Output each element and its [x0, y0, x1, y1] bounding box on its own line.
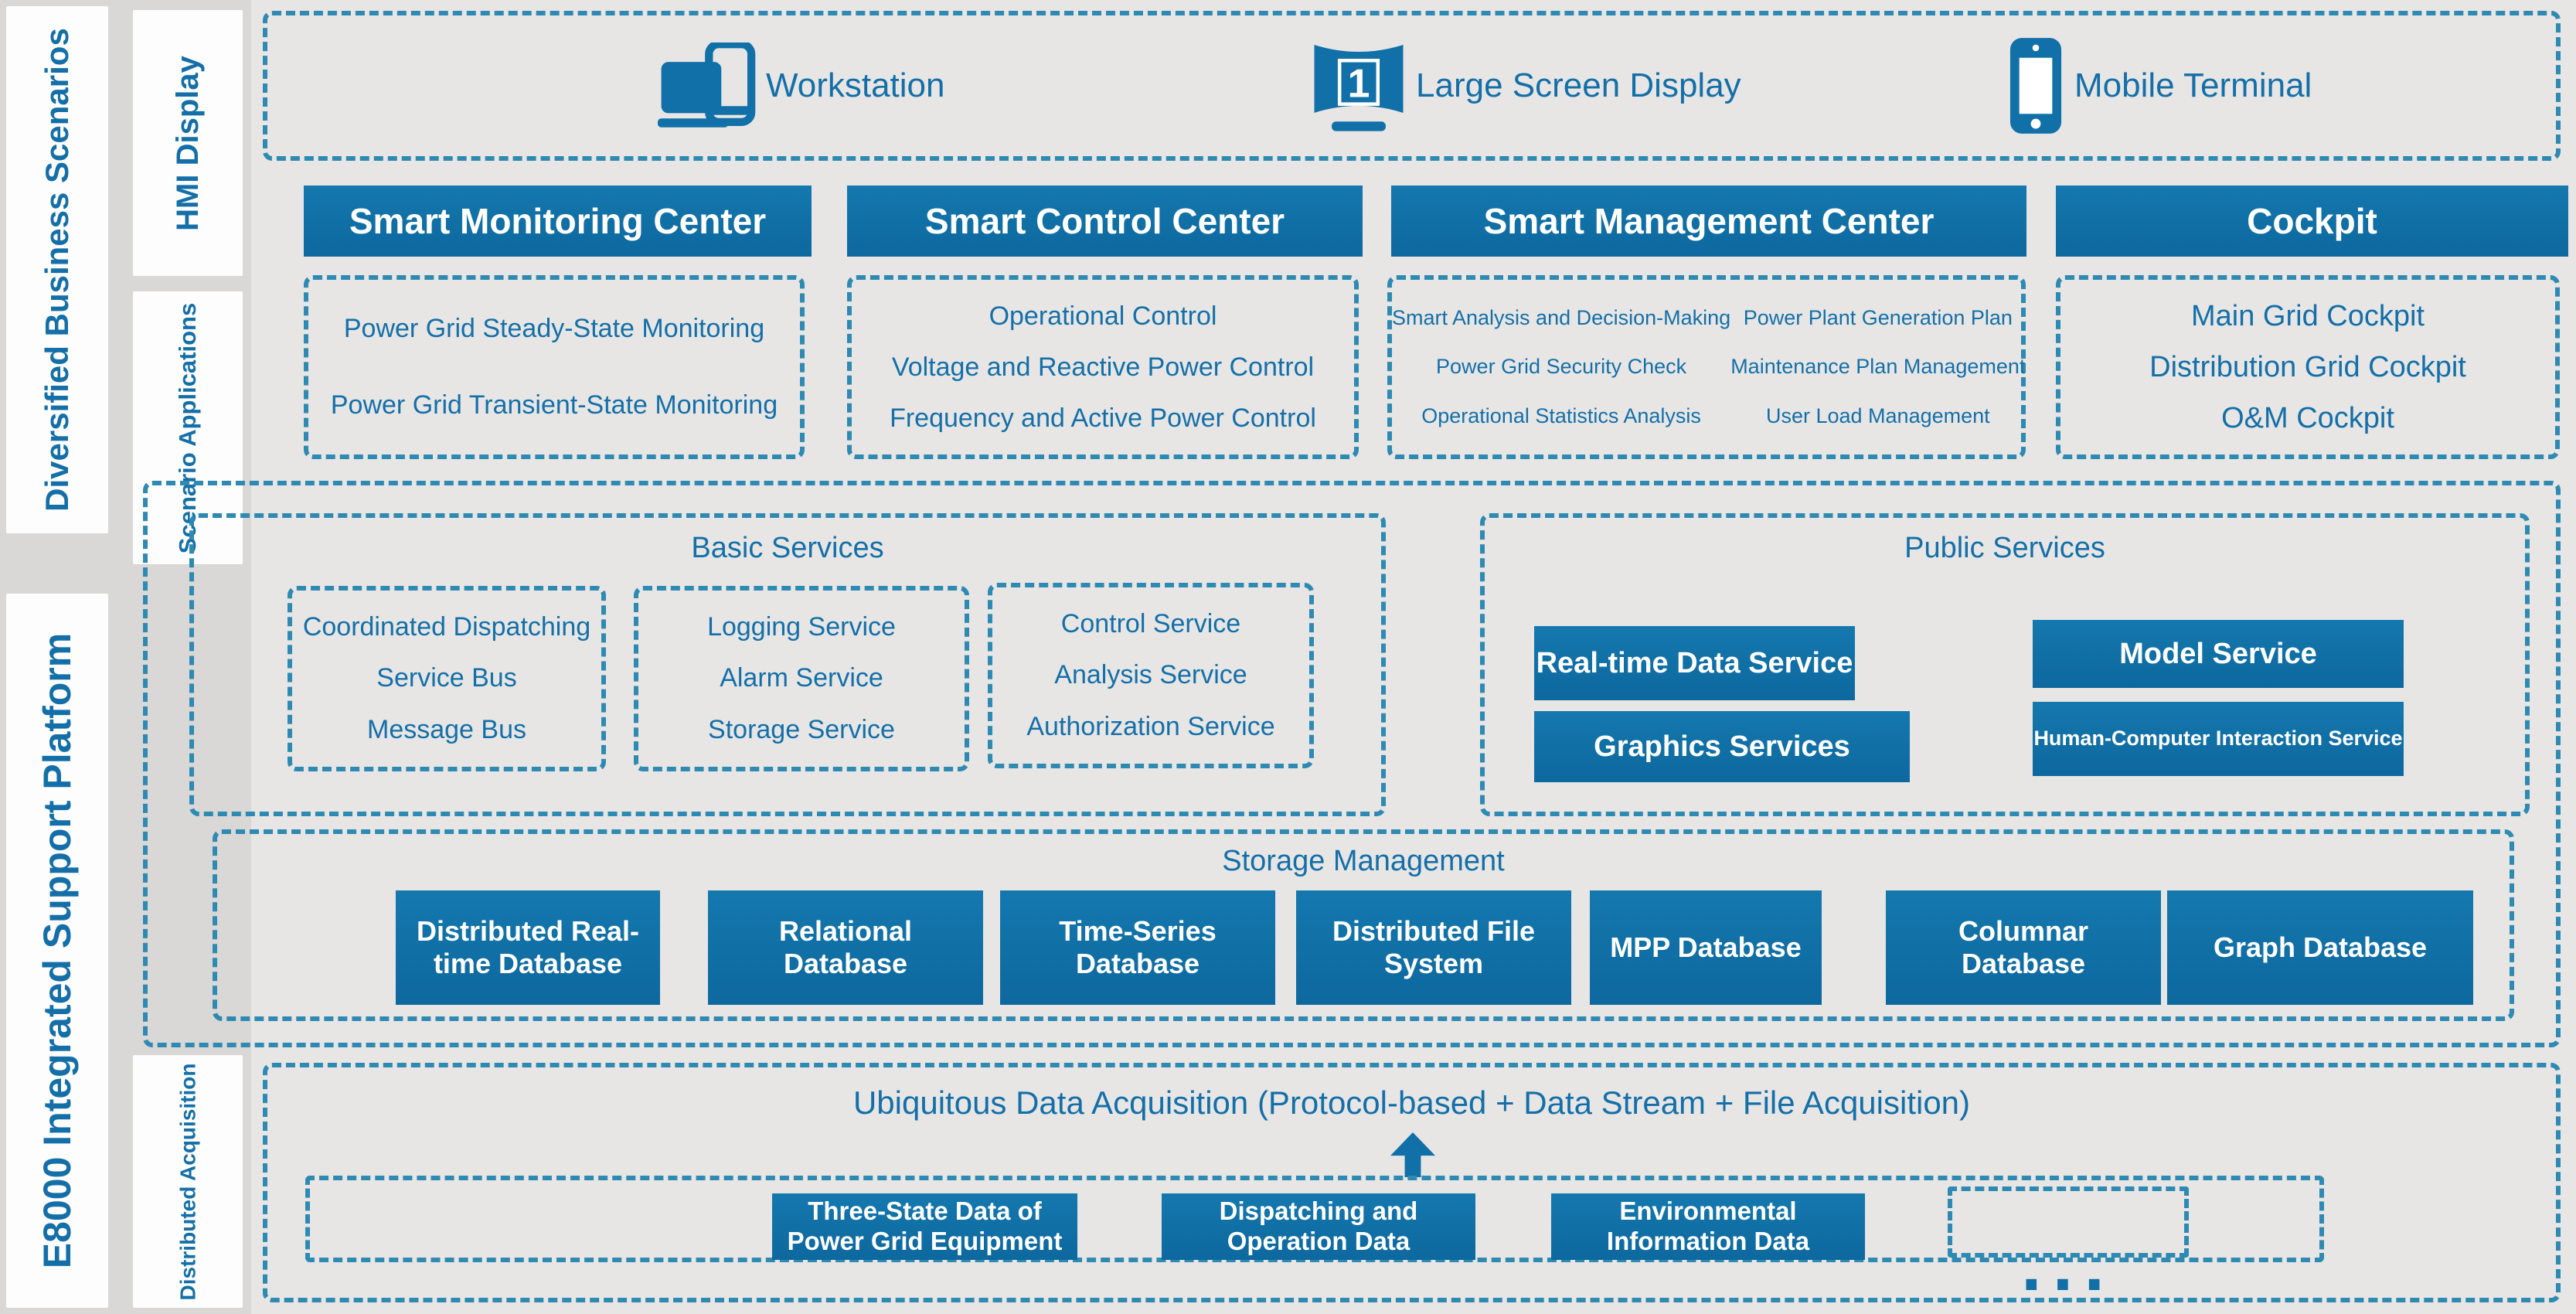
cockpit-item-list: Main Grid Cockpit Distribution Grid Cock… — [2060, 280, 2555, 454]
service-item: Message Bus — [367, 715, 526, 745]
time-series-database-button: Time-Series Database — [1000, 890, 1275, 1005]
scenario-item: Distribution Grid Cockpit — [2149, 350, 2466, 383]
header-smart-management-center: Smart Management Center — [1391, 186, 2026, 257]
rail-e8000-platform: E8000 Integrated Support Platform — [6, 594, 108, 1308]
relational-database-button: Relational Database — [708, 890, 983, 1005]
basic-services-group-control: Control Service Analysis Service Authori… — [988, 583, 1314, 768]
scenario-item: Voltage and Reactive Power Control — [891, 352, 1315, 382]
rail-platform-label: E8000 Integrated Support Platform — [36, 632, 80, 1269]
scenario-item: Power Grid Steady-State Monitoring — [343, 314, 765, 343]
environmental-information-data-button: Environmental Information Data — [1551, 1193, 1865, 1260]
basic-services-group-logging: Logging Service Alarm Service Storage Se… — [634, 586, 969, 771]
rail-hmi-display: HMI Display — [133, 10, 243, 276]
cockpit-items-box: Main Grid Cockpit Distribution Grid Cock… — [2056, 275, 2560, 459]
rail-hmi-label: HMI Display — [170, 55, 205, 231]
service-item: Coordinated Dispatching — [302, 611, 591, 642]
e8000-platform-container: Basic Services Coordinated Dispatching S… — [143, 481, 2561, 1047]
scenario-item: Operational Control — [989, 301, 1217, 331]
terminal-mobile: Mobile Terminal — [2006, 36, 2312, 135]
acquisition-title: Ubiquitous Data Acquisition (Protocol-ba… — [852, 1084, 1971, 1121]
rail-business-label: Diversified Business Scenarios — [39, 28, 75, 512]
scenario-item: Maintenance Plan Management — [1730, 355, 2026, 379]
more-data-sources-box: ... — [1948, 1186, 2189, 1302]
three-state-data-button: Three-State Data of Power Grid Equipment — [772, 1193, 1077, 1260]
storage-management-box: Storage Management Distributed Real-time… — [213, 829, 2514, 1021]
up-arrow-icon — [1388, 1132, 1438, 1177]
basic-services-box: Basic Services Coordinated Dispatching S… — [189, 513, 1386, 816]
terminal-label: Mobile Terminal — [2074, 66, 2312, 104]
service-item: Service Bus — [376, 663, 517, 693]
large-screen-display-icon: 1 — [1311, 38, 1407, 134]
management-right-column: Power Plant Generation Plan Maintenance … — [1730, 280, 2025, 454]
group-item-list: Logging Service Alarm Service Storage Se… — [638, 591, 965, 767]
scenario-item: Power Grid Transient-State Monitoring — [330, 390, 778, 420]
smart-management-items-box: Smart Analysis and Decision-Making Power… — [1387, 275, 2026, 459]
scenario-item: User Load Management — [1765, 403, 1990, 427]
ellipsis-dots: ... — [2020, 1224, 2115, 1306]
acquisition-sources-box: Three-State Data of Power Grid Equipment… — [305, 1176, 2324, 1302]
control-item-list: Operational Control Voltage and Reactive… — [852, 280, 1354, 454]
model-service-button: Model Service — [2033, 620, 2404, 688]
rail-distributed-acquisition: Distributed Acquisition — [133, 1055, 243, 1308]
public-services-box: Public Services Real-time Data Service M… — [1480, 513, 2530, 816]
scenario-item: Main Grid Cockpit — [2191, 299, 2425, 332]
terminal-label: Workstation — [766, 66, 945, 104]
basic-services-group-bus: Coordinated Dispatching Service Bus Mess… — [288, 586, 606, 771]
rail-scenario-applications: Scenario Applications — [133, 291, 243, 564]
scenario-item: Frequency and Active Power Control — [890, 403, 1316, 433]
mobile-terminal-icon — [2006, 36, 2065, 135]
mpp-database-button: MPP Database — [1590, 890, 1822, 1005]
hci-service-button: Human-Computer Interaction Service — [2033, 702, 2404, 776]
storage-management-title: Storage Management — [1222, 845, 1505, 877]
terminal-workstation: Workstation — [658, 43, 945, 129]
service-item: Analysis Service — [1054, 660, 1247, 690]
screen-badge: 1 — [1348, 61, 1370, 106]
graph-database-button: Graph Database — [2167, 890, 2473, 1005]
monitoring-item-list: Power Grid Steady-State Monitoring Power… — [308, 280, 800, 454]
smart-control-items-box: Operational Control Voltage and Reactive… — [847, 275, 1359, 459]
data-acquisition-container: Ubiquitous Data Acquisition (Protocol-ba… — [263, 1063, 2561, 1302]
service-item: Alarm Service — [720, 663, 883, 693]
header-cockpit: Cockpit — [2056, 186, 2568, 257]
service-item: Logging Service — [707, 611, 896, 642]
group-item-list: Coordinated Dispatching Service Bus Mess… — [292, 591, 601, 767]
rail-diversified-business-scenarios: Diversified Business Scenarios — [6, 6, 108, 533]
distributed-file-system-button: Distributed File System — [1296, 890, 1571, 1005]
basic-services-title: Basic Services — [691, 532, 884, 564]
terminal-label: Large Screen Display — [1416, 66, 1741, 104]
hmi-display-container: Workstation 1 Large Screen Display — [263, 11, 2561, 161]
dispatching-operation-data-button: Dispatching and Operation Data — [1162, 1193, 1475, 1260]
scenario-item: Operational Statistics Analysis — [1421, 403, 1701, 427]
distributed-realtime-database-button: Distributed Real-time Database — [396, 890, 660, 1005]
service-item: Control Service — [1060, 608, 1241, 638]
scenario-item: O&M Cockpit — [2221, 401, 2394, 434]
terminal-large-screen: 1 Large Screen Display — [1311, 38, 1741, 134]
scenario-item: Power Plant Generation Plan — [1743, 306, 2013, 330]
management-item-columns: Smart Analysis and Decision-Making Power… — [1392, 280, 2025, 454]
rail-acquisition-label: Distributed Acquisition — [175, 1063, 199, 1300]
service-item: Authorization Service — [1026, 712, 1275, 742]
columnar-database-button: Columnar Database — [1886, 890, 2161, 1005]
graphics-services-button: Graphics Services — [1534, 711, 1910, 782]
workstation-icon — [658, 43, 757, 129]
smart-monitoring-items-box: Power Grid Steady-State Monitoring Power… — [304, 275, 805, 459]
service-item: Storage Service — [708, 715, 895, 745]
realtime-data-service-button: Real-time Data Service — [1534, 626, 1855, 700]
management-left-column: Smart Analysis and Decision-Making Power… — [1392, 280, 1730, 454]
scenario-item: Power Grid Security Check — [1436, 355, 1687, 379]
header-smart-monitoring-center: Smart Monitoring Center — [304, 186, 812, 257]
public-services-title: Public Services — [1904, 532, 2105, 564]
scenario-item: Smart Analysis and Decision-Making — [1392, 306, 1731, 330]
group-item-list: Control Service Analysis Service Authori… — [992, 587, 1309, 764]
header-smart-control-center: Smart Control Center — [847, 186, 1363, 257]
